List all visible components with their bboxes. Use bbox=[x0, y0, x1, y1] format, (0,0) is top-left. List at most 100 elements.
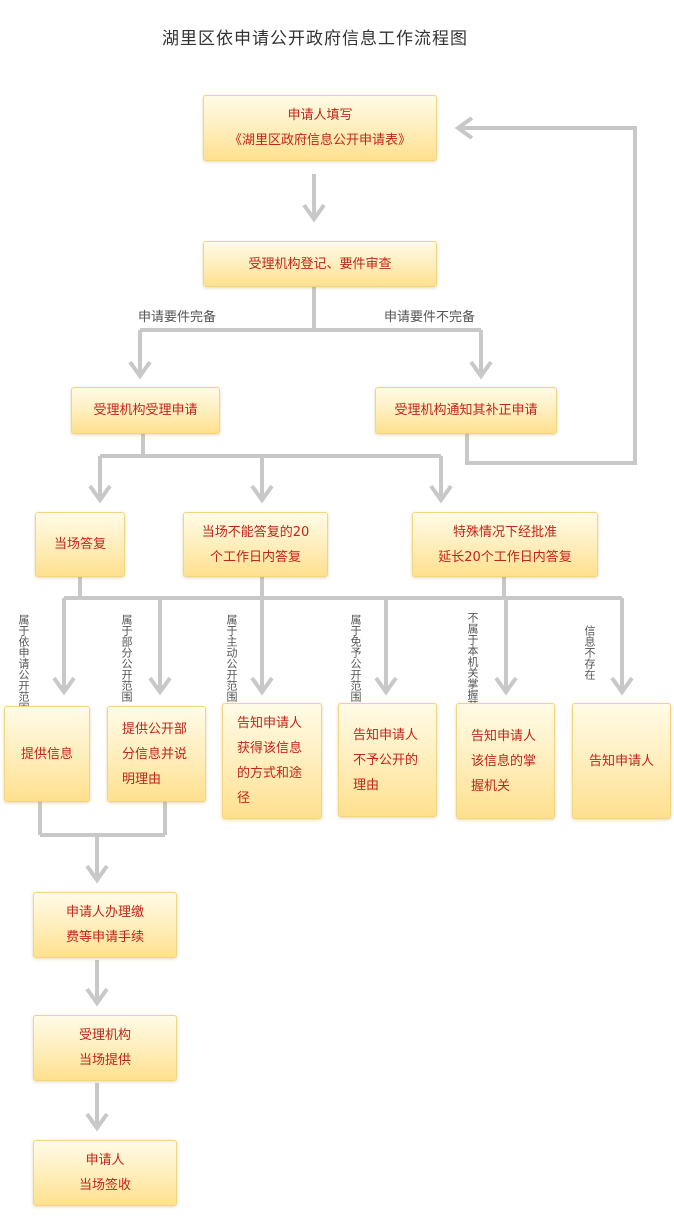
step-text-line: 告知申请人 bbox=[588, 753, 654, 769]
condition-text-column: 属于依申 bbox=[17, 614, 30, 658]
step-text: 告知申请人获得该信息的方式和途径 bbox=[237, 711, 302, 811]
step-extend-20-days: 特殊情况下经批准延长20个工作日内答复 bbox=[412, 512, 598, 577]
step-text-line: 《湖里区政府信息公开申请表》 bbox=[228, 133, 411, 148]
branch-label-complete: 申请要件完备 bbox=[138, 310, 217, 325]
step-text-line: 费等申请手续 bbox=[65, 930, 144, 945]
arrow-to-result-6 bbox=[610, 676, 634, 696]
step-text-line: 当场不能答复的20 bbox=[201, 524, 310, 540]
step-text-line: 握机关 bbox=[471, 778, 511, 794]
step-text-line: 径 bbox=[237, 791, 251, 806]
arrow-to-immediate bbox=[88, 484, 112, 504]
step-text-line: 申请人填写 bbox=[287, 108, 353, 123]
step-text-line: 的方式和途 bbox=[237, 766, 303, 781]
step-accept-application: 受理机构受理申请 bbox=[71, 387, 220, 434]
condition-label-active-scope: 属于主动公开范围 bbox=[225, 614, 238, 702]
step-immediate-reply: 当场答复 bbox=[35, 512, 125, 577]
condition-text-column: 信息 bbox=[583, 625, 596, 647]
step-text-line: 不予公开的 bbox=[353, 752, 419, 768]
condition-text-column: 不存在 bbox=[583, 647, 596, 680]
arrow-to-result-2 bbox=[148, 676, 172, 696]
step-provide-partial-info: 提供公开部分信息并说明理由 bbox=[107, 706, 206, 802]
step-text: 申请人当场签收 bbox=[79, 1148, 131, 1198]
step-inform-holding-agency: 告知申请人该信息的掌握机关 bbox=[456, 703, 555, 819]
arrow-to-register bbox=[302, 203, 326, 223]
chart-title: 湖里区依申请公开政府信息工作流程图 bbox=[162, 29, 468, 49]
arrow-to-result-4 bbox=[374, 676, 398, 696]
step-text: 提供信息 bbox=[21, 742, 73, 767]
step-text-line: 受理机构通知其补正申请 bbox=[394, 403, 538, 418]
step-sign-receipt: 申请人当场签收 bbox=[33, 1140, 177, 1206]
step-text-line: 当场提供 bbox=[78, 1053, 131, 1068]
step-pay-fees: 申请人办理缴费等申请手续 bbox=[33, 892, 177, 958]
condition-text-column: 公开范围 bbox=[225, 658, 238, 702]
step-text: 当场答复 bbox=[54, 532, 106, 557]
step-text-line: 受理机构 bbox=[78, 1028, 131, 1043]
step-text-line: 特殊情况下经批准 bbox=[452, 524, 557, 540]
step-text: 受理机构通知其补正申请 bbox=[394, 398, 537, 423]
step-text-line: 受理机构登记、要件审查 bbox=[248, 256, 392, 272]
step-text-line: 告知申请人 bbox=[471, 728, 537, 744]
condition-label-not-exist: 信息不存在 bbox=[583, 625, 596, 680]
step-text-line: 提供信息 bbox=[20, 746, 73, 762]
step-text: 申请人办理缴费等申请手续 bbox=[66, 900, 144, 950]
branch-label-incomplete: 申请要件不完备 bbox=[384, 310, 476, 325]
condition-text-column: 属于主动 bbox=[225, 614, 238, 658]
condition-text-column: 公开范围 bbox=[349, 658, 362, 702]
step-text-line: 理由 bbox=[353, 777, 380, 793]
step-text: 当场不能答复的20 个工作日内答复 bbox=[202, 520, 310, 570]
step-provide-onsite: 受理机构当场提供 bbox=[33, 1015, 177, 1081]
step-text-line: 明理由 bbox=[122, 771, 162, 787]
step-text: 告知申请人 bbox=[589, 749, 654, 774]
step-text-line: 告知申请人 bbox=[353, 727, 419, 743]
step-fill-application-form: 申请人填写《湖里区政府信息公开申请表》 bbox=[203, 95, 437, 161]
condition-text-column: 属于部分 bbox=[120, 614, 133, 658]
step-text-line: 当场答复 bbox=[53, 537, 106, 552]
step-inform-applicant: 告知申请人 bbox=[572, 703, 671, 819]
arrow-to-provide-onsite bbox=[85, 987, 109, 1007]
step-text: 告知申请人不予公开的理由 bbox=[353, 723, 418, 798]
step-text-line: 延长20个工作日内答复 bbox=[438, 549, 572, 565]
step-text: 受理机构登记、要件审查 bbox=[248, 252, 391, 277]
step-register-review: 受理机构登记、要件审查 bbox=[203, 241, 437, 287]
step-text: 受理机构当场提供 bbox=[79, 1023, 131, 1073]
arrow-to-fee bbox=[85, 864, 109, 884]
step-text-line: 获得该信息 bbox=[237, 741, 303, 756]
step-text-line: 分信息并说 bbox=[122, 746, 188, 762]
condition-text-column: 请公开范围 bbox=[17, 658, 30, 713]
step-reply-within-20-days: 当场不能答复的20 个工作日内答复 bbox=[183, 512, 328, 577]
condition-text-column: 属于免予 bbox=[349, 614, 362, 658]
arrow-to-result-1 bbox=[52, 676, 76, 696]
step-text: 特殊情况下经批准延长20个工作日内答复 bbox=[438, 520, 572, 570]
step-text-line: 该信息的掌 bbox=[471, 753, 537, 769]
step-notify-correction: 受理机构通知其补正申请 bbox=[375, 387, 557, 434]
step-text: 受理机构受理申请 bbox=[93, 398, 197, 423]
step-text-line: 当场签收 bbox=[78, 1178, 131, 1193]
step-text: 告知申请人该信息的掌握机关 bbox=[471, 724, 536, 799]
condition-label-partial-scope: 属于部分公开范围 bbox=[120, 614, 133, 702]
arrow-loop-back bbox=[454, 116, 474, 140]
step-text-line: 告知申请人 bbox=[237, 716, 303, 731]
step-text: 提供公开部分信息并说明理由 bbox=[122, 717, 187, 792]
condition-text-column: 公开范围 bbox=[120, 658, 133, 702]
arrow-to-correct bbox=[469, 360, 493, 380]
connector-correction-loop bbox=[458, 126, 637, 465]
arrow-to-within20 bbox=[250, 484, 274, 504]
arrow-to-result-3 bbox=[250, 676, 274, 696]
condition-text-column: 不属于本机 bbox=[466, 612, 479, 667]
step-text-line: 提供公开部 bbox=[122, 721, 188, 737]
step-text-line: 申请人办理缴 bbox=[65, 905, 144, 920]
step-text-line: 受理机构受理申请 bbox=[93, 403, 198, 418]
step-text-line: 个工作日内答复 bbox=[209, 549, 301, 565]
step-inform-refusal-reason: 告知申请人不予公开的理由 bbox=[338, 703, 437, 817]
step-text-line: 申请人 bbox=[85, 1153, 125, 1168]
arrow-to-result-5 bbox=[494, 676, 518, 696]
step-provide-info: 提供信息 bbox=[4, 706, 90, 802]
condition-label-apply-scope: 属于依申请公开范围 bbox=[17, 614, 30, 713]
step-inform-access-method: 告知申请人获得该信息的方式和途径 bbox=[222, 703, 322, 819]
arrow-to-accept bbox=[128, 360, 152, 380]
condition-label-exempt-scope: 属于免予公开范围 bbox=[349, 614, 362, 702]
arrow-to-sign bbox=[85, 1112, 109, 1132]
arrow-to-extend20 bbox=[429, 484, 453, 504]
step-text: 申请人填写《湖里区政府信息公开申请表》 bbox=[229, 103, 411, 153]
